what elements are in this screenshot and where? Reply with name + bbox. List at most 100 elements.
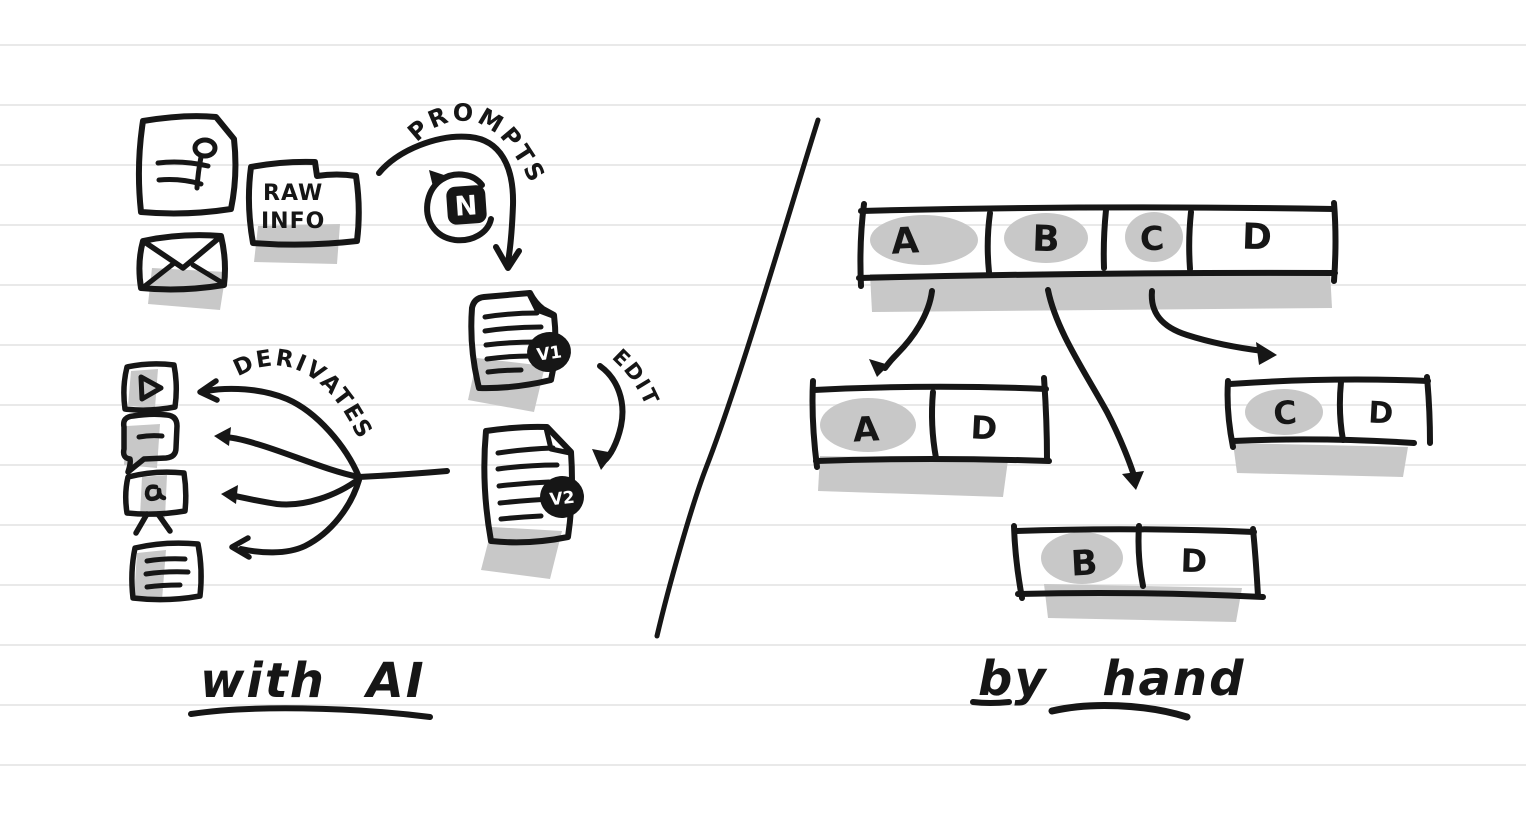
main-cell-b-highlight: [1004, 213, 1088, 263]
divider: [1336, 379, 1346, 443]
sub-bd-cell-d: D: [1180, 542, 1208, 581]
fold-left: [142, 261, 176, 289]
sub-bd-cell-b: B: [1070, 543, 1099, 584]
text-line: [484, 353, 534, 362]
edit-arrow: [592, 363, 626, 470]
underline: [188, 705, 433, 720]
with-ai-label: with AI: [200, 653, 426, 709]
divider: [929, 389, 939, 461]
arrow-to-ad: [882, 288, 935, 371]
arrow-to-cd: [1148, 288, 1266, 354]
badge-box: [446, 185, 487, 225]
branch-2: [219, 434, 362, 480]
chat-bubble-icon: [120, 411, 180, 475]
outline: [129, 540, 204, 603]
outline: [135, 113, 239, 217]
v1-badge-label: V1: [536, 342, 564, 365]
raw-info-label-line1: RAW: [263, 181, 323, 206]
left-edge: [809, 378, 820, 470]
edit-label: EDIT: [608, 344, 662, 410]
app-badge-letter: N: [454, 190, 479, 223]
outline: [136, 232, 228, 293]
sub-ad-cell-d: D: [970, 408, 999, 447]
fold-right: [190, 262, 224, 285]
raw-info-label-line2: INFO: [261, 209, 325, 234]
derivates-arrows: [197, 378, 450, 560]
top-edge: [1013, 526, 1257, 535]
board-scribble: [144, 484, 167, 502]
loop-arc: [424, 171, 494, 244]
sub-cd-shadow: [1233, 443, 1408, 477]
profile-document-icon: [135, 113, 239, 217]
note-document-icon: [129, 540, 204, 603]
person-feet: [156, 177, 204, 187]
text-line: [495, 445, 556, 456]
divider-1: [984, 210, 993, 275]
sub-table-a-d: A D: [809, 375, 1052, 470]
by-hand-caption: by hand: [970, 651, 1245, 721]
by-hand-label: by hand: [978, 651, 1245, 707]
v2-badge: V2: [540, 475, 584, 519]
divider-3: [1186, 209, 1194, 272]
left-edge: [857, 201, 867, 289]
outline: [245, 158, 362, 248]
branch-3: [227, 476, 362, 508]
person-head: [192, 137, 218, 159]
arrow-to-bd-head: [1122, 471, 1144, 490]
top-edge: [811, 383, 1049, 393]
sub-b-highlight: [1041, 532, 1123, 584]
with-ai-caption: with AI: [188, 653, 433, 720]
v2-document: V2: [481, 423, 584, 546]
branch-1-arrowhead: [197, 378, 220, 403]
branch-2-arrowhead: [214, 427, 231, 446]
arrow-to-bd: [1045, 287, 1138, 482]
derivates-label: DERIVATES: [230, 345, 376, 444]
arc: [597, 363, 626, 464]
main-table-shadow: [870, 271, 1332, 312]
arrow-to-cd-head: [1256, 342, 1277, 365]
sub-cd-cell-c: C: [1272, 393, 1298, 433]
sub-cd-cell-d: D: [1367, 395, 1394, 431]
fold-corner: [526, 291, 556, 319]
text-line: [495, 462, 560, 472]
left-edge: [1224, 378, 1236, 450]
right-edge: [1424, 374, 1433, 446]
sub-ad-shadow: [818, 456, 1008, 497]
text-line: [496, 479, 552, 489]
v1-document: V1: [468, 290, 571, 392]
text-line: [144, 582, 183, 590]
envelope-icon: [136, 232, 228, 293]
right-edge: [1250, 526, 1261, 599]
sub-a-highlight: [820, 398, 916, 452]
text-line: [143, 569, 191, 577]
arc: [376, 133, 517, 265]
refresh-loop-icon: [424, 170, 494, 244]
v2-doc-shadow: [481, 527, 562, 579]
left-edge: [1011, 523, 1025, 601]
frame: [121, 361, 180, 413]
underline-long: [1048, 701, 1191, 721]
main-cell-c: C: [1139, 218, 1166, 259]
derivates-label-text: DERIVATES: [230, 345, 378, 444]
person-arms: [155, 159, 211, 169]
bubble: [120, 411, 180, 475]
tail: [356, 468, 450, 480]
split-arrows: [869, 287, 1277, 490]
arrowhead: [493, 244, 522, 271]
text-line: [498, 513, 544, 522]
branch-3-arrowhead: [221, 485, 238, 504]
text-line: [144, 556, 188, 564]
leg-left: [133, 511, 150, 536]
text-line: [482, 324, 544, 334]
presentation-board-icon: [122, 469, 189, 536]
main-cell-a-highlight: [870, 215, 978, 265]
sub-ad-cell-a: A: [852, 409, 881, 450]
right-edge: [1331, 200, 1339, 284]
sub-bd-shadow: [1044, 584, 1242, 622]
main-cell-c-highlight: [1125, 212, 1183, 262]
divider: [1135, 523, 1146, 589]
v1-badge: V1: [527, 331, 571, 373]
edit-label-text: EDIT: [608, 344, 664, 410]
